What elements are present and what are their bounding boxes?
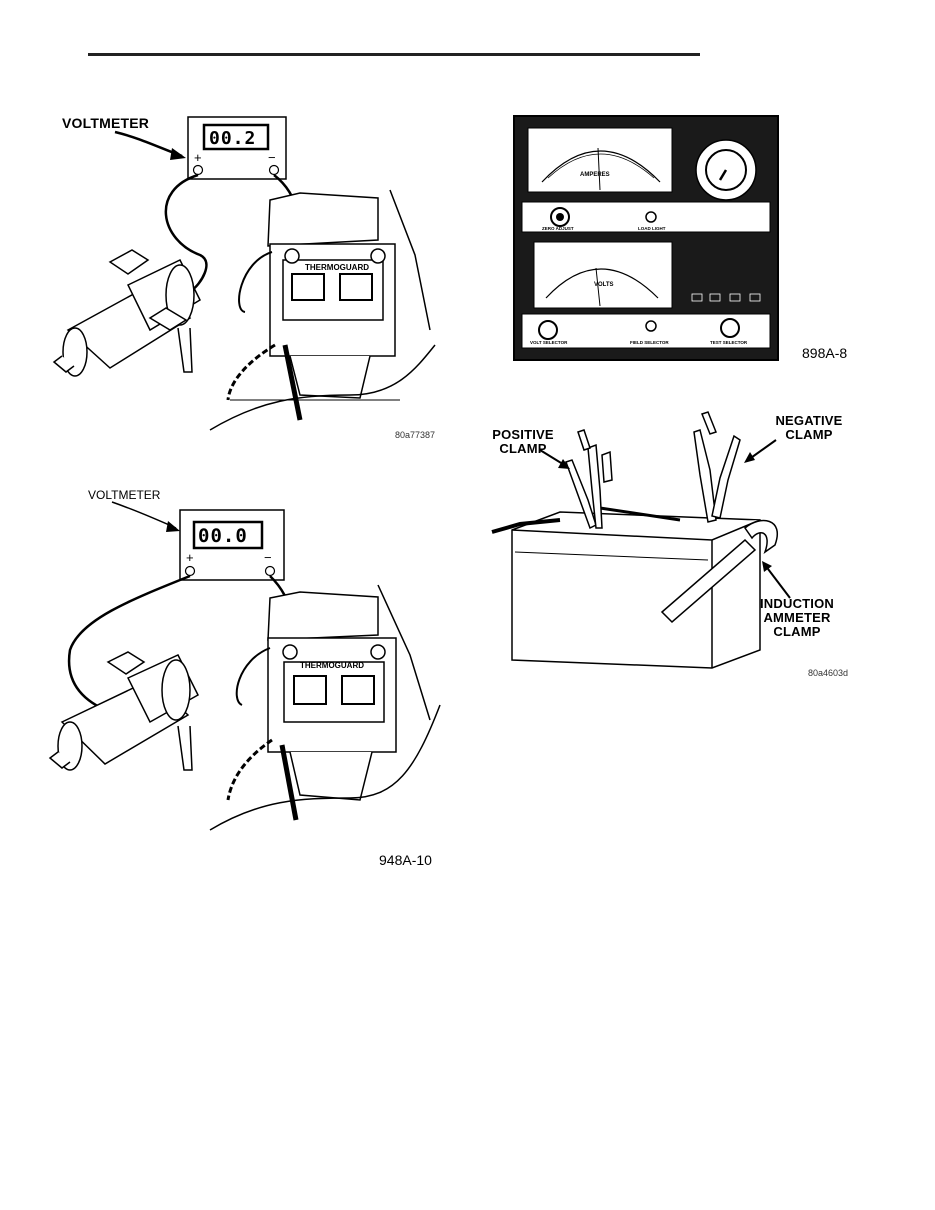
voltmeter-display: 00.0 bbox=[198, 525, 248, 547]
voltmeter-minus-sign: − bbox=[264, 550, 272, 565]
figure-code: 80a4603d bbox=[808, 668, 849, 678]
thermoguard-text: THERMOGUARD bbox=[300, 661, 364, 670]
induction-ammeter-clamp-label: INDUCTION AMMETER CLAMP bbox=[760, 596, 835, 639]
volts-text: VOLTS bbox=[594, 282, 614, 288]
voltmeter-plus-sign: + bbox=[194, 150, 202, 165]
zero-adjust-text: ZERO ADJUST bbox=[542, 226, 574, 231]
voltmeter-plus-sign: + bbox=[186, 550, 194, 565]
figure-code: 898A-8 bbox=[802, 345, 848, 361]
voltmeter-label: VOLTMETER bbox=[88, 488, 161, 502]
negative-clamp-label: NEGATIVE CLAMP bbox=[775, 413, 843, 442]
field-selector-text: FIELD SELECTOR bbox=[630, 340, 669, 345]
voltmeter-minus-sign: − bbox=[268, 150, 276, 165]
positive-clamp-label: POSITIVE CLAMP bbox=[492, 427, 554, 456]
thermoguard-text: THERMOGUARD bbox=[305, 263, 369, 272]
volt-selector-text: VOLT SELECTOR bbox=[530, 340, 568, 345]
amperes-text: AMPERES bbox=[580, 172, 610, 178]
voltmeter-display: 00.2 bbox=[209, 128, 257, 149]
header-rule bbox=[88, 53, 700, 56]
voltmeter-label: VOLTMETER bbox=[62, 115, 150, 131]
figure-code: 80a77387 bbox=[395, 430, 436, 440]
test-selector-text: TEST SELECTOR bbox=[710, 340, 748, 345]
load-light-text: LOAD LIGHT bbox=[638, 226, 666, 231]
figure-code: 948A-10 bbox=[379, 852, 432, 868]
